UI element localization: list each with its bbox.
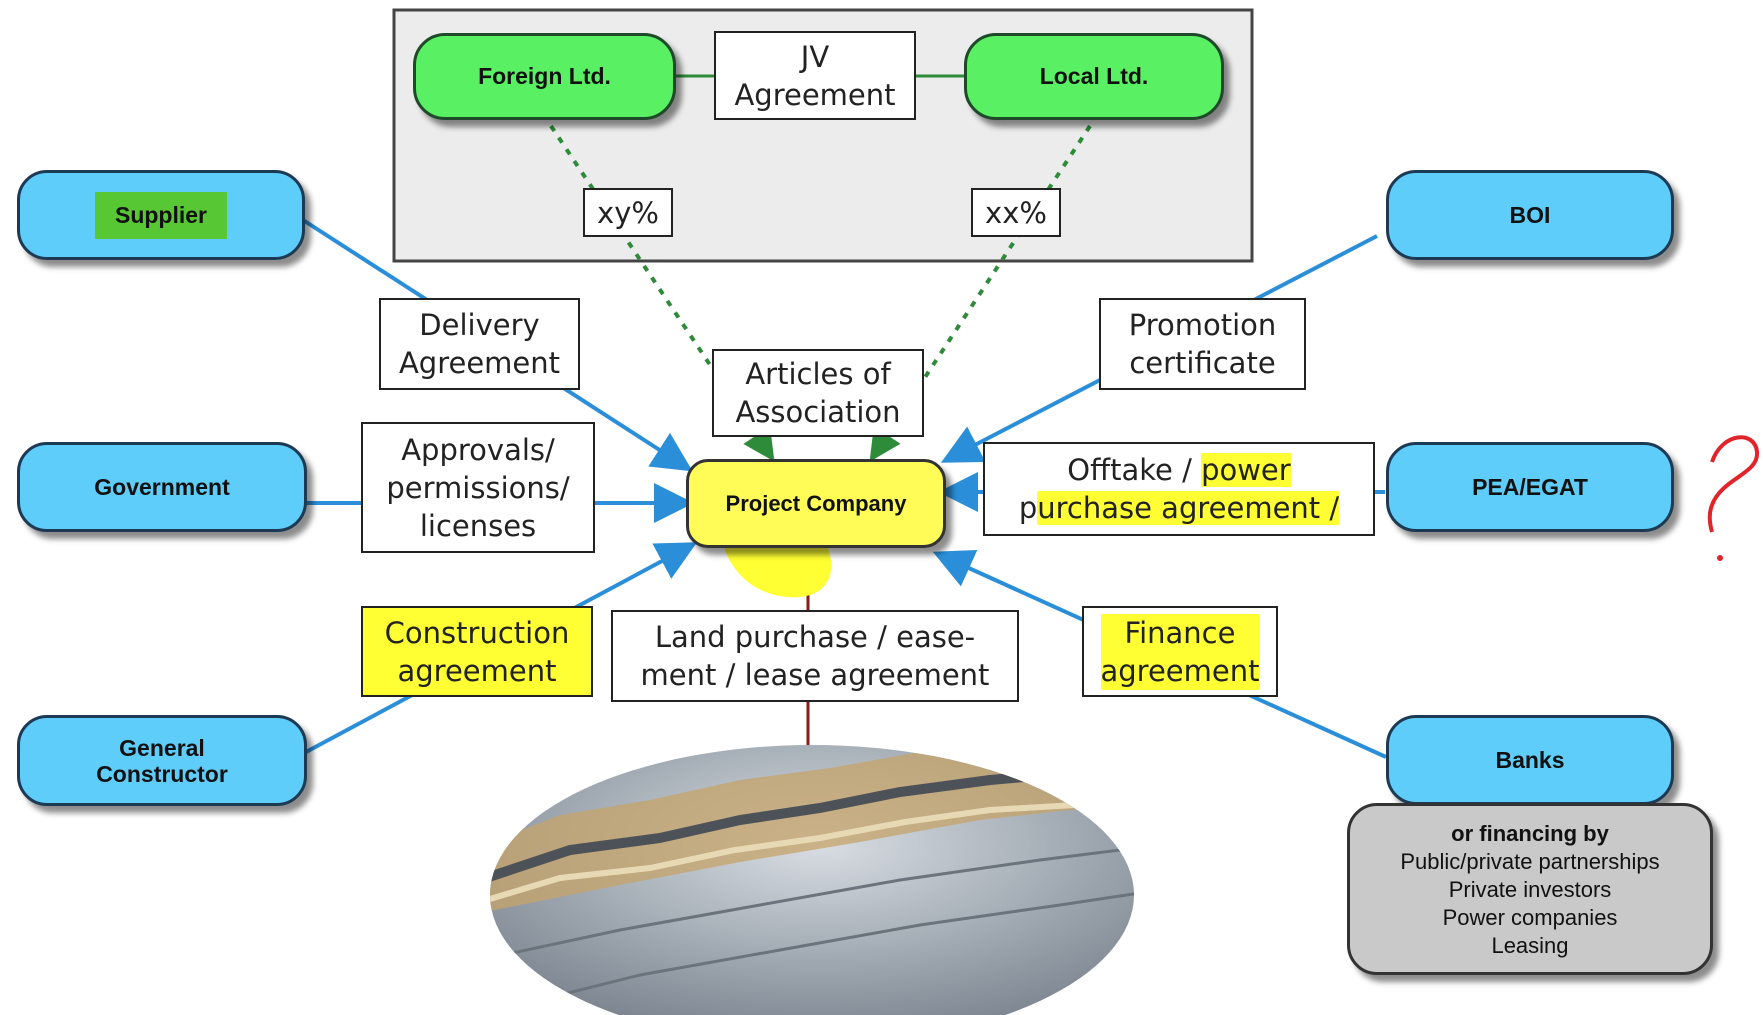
delivery-agreement-label: Delivery Agreement	[379, 298, 580, 390]
question-mark-dot	[1717, 555, 1723, 561]
financing-option: Public/private partnerships	[1400, 849, 1660, 874]
foreign-ltd-box: Foreign Ltd.	[413, 33, 676, 120]
question-mark-drawing	[1707, 435, 1759, 533]
promotion-certificate-label: Promotion certificate	[1099, 298, 1306, 390]
question-mark-annotation: ?	[1708, 418, 1710, 423]
pea-egat-label: PEA/EGAT	[1472, 473, 1588, 500]
supplier-label: Supplier	[94, 191, 227, 239]
boi-box: BOI	[1386, 170, 1674, 260]
jv-agreement-label: JV Agreement	[714, 31, 916, 120]
general-constructor-box: General Constructor	[17, 715, 307, 806]
financing-option: Power companies	[1442, 905, 1618, 930]
financing-option: Leasing	[1491, 933, 1569, 958]
project-company-label: Project Company	[725, 490, 907, 516]
local-ltd-label: Local Ltd.	[1039, 63, 1149, 89]
project-company-box: Project Company	[686, 459, 946, 548]
construction-agreement-label: Construction agreement	[361, 606, 593, 697]
finance-agreement-label: Finance agreement	[1082, 606, 1278, 697]
boi-label: BOI	[1509, 201, 1551, 228]
share-foreign-label: xy%	[583, 188, 673, 237]
foreign-ltd-label: Foreign Ltd.	[478, 63, 611, 89]
banks-label: Banks	[1495, 746, 1565, 773]
general-constructor-label: General Constructor	[96, 734, 228, 787]
government-label: Government	[94, 473, 230, 500]
financing-option: Private investors	[1448, 877, 1612, 902]
financing-options-box: or financing by Public/private partnersh…	[1347, 803, 1713, 975]
pea-egat-box: PEA/EGAT	[1386, 442, 1674, 532]
articles-label: Articles of Association	[712, 349, 924, 437]
share-line-foreign	[549, 124, 775, 462]
land-agreement-label: Land purchase / ease- ment / lease agree…	[611, 610, 1019, 702]
banks-box: Banks	[1386, 715, 1674, 805]
financing-title: or financing by	[1451, 821, 1609, 846]
government-box: Government	[17, 442, 307, 532]
local-ltd-box: Local Ltd.	[964, 33, 1224, 120]
supplier-box: Supplier	[17, 170, 305, 260]
share-local-label: xx%	[971, 188, 1061, 237]
highlight-smudge	[722, 540, 832, 598]
solar-farm-image	[490, 745, 1134, 1015]
approvals-label: Approvals/ permissions/ licenses	[361, 422, 595, 553]
